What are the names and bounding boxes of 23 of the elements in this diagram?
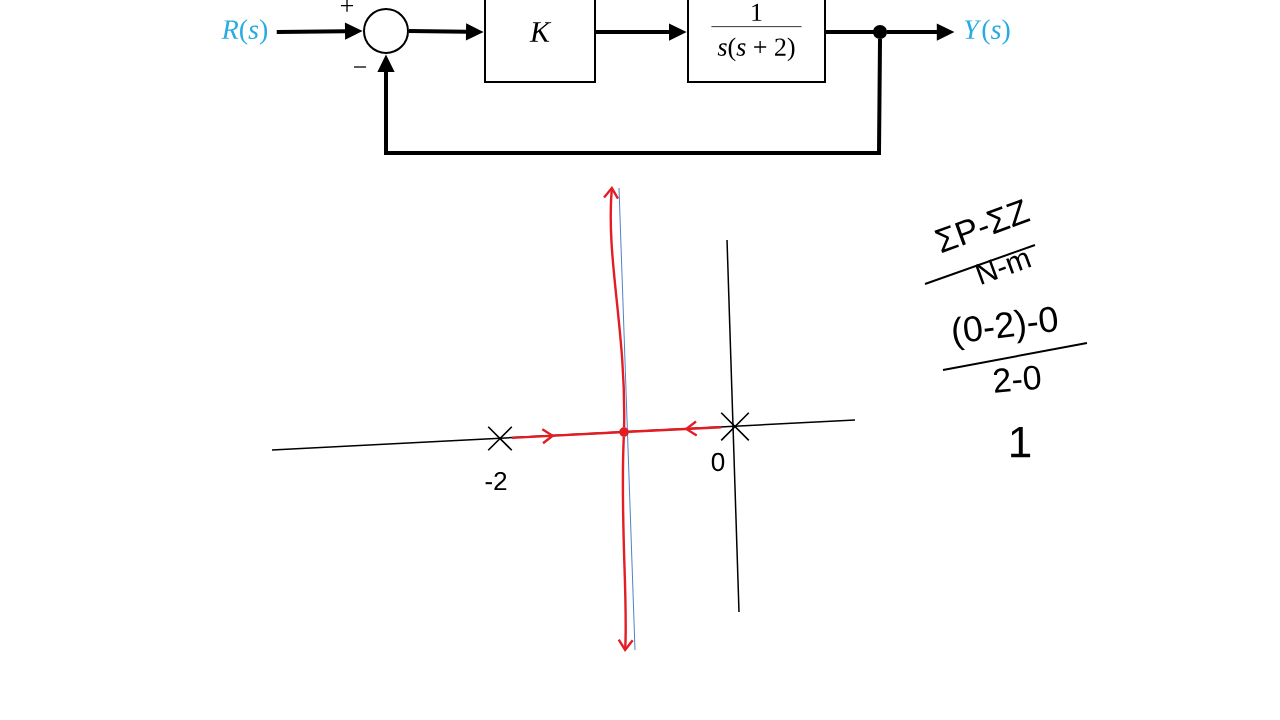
- summing-junction: [363, 8, 409, 54]
- pole-marker: [487, 425, 513, 452]
- root-locus-branch: [628, 420, 722, 437]
- tick-label: 0: [711, 452, 725, 472]
- connector-line: [826, 25, 887, 39]
- signal-label: Y(s): [964, 19, 1010, 45]
- formula-text: ΣP-ΣZ: [934, 199, 1031, 253]
- transfer-function-block: 1 s(s + 2): [687, 0, 826, 83]
- signal-label: R(s): [221, 19, 268, 45]
- feedback-arrow: [377, 39, 882, 155]
- breakaway-point: [619, 427, 629, 437]
- root-locus-branch: [511, 428, 620, 445]
- root-locus-branch: [603, 186, 626, 428]
- pole-marker: [720, 411, 750, 442]
- tick-label: -2: [485, 471, 507, 491]
- formula-text: N-m: [975, 252, 1032, 285]
- formula-text: (0-2)-0: [953, 306, 1058, 351]
- sign-label: −: [353, 66, 367, 68]
- root-locus-branch: [617, 436, 634, 652]
- sign-label: +: [340, 0, 354, 12]
- formula-text: 1: [1011, 426, 1031, 458]
- gain-block: K: [484, 0, 596, 83]
- formula-text: 2-0: [993, 365, 1041, 393]
